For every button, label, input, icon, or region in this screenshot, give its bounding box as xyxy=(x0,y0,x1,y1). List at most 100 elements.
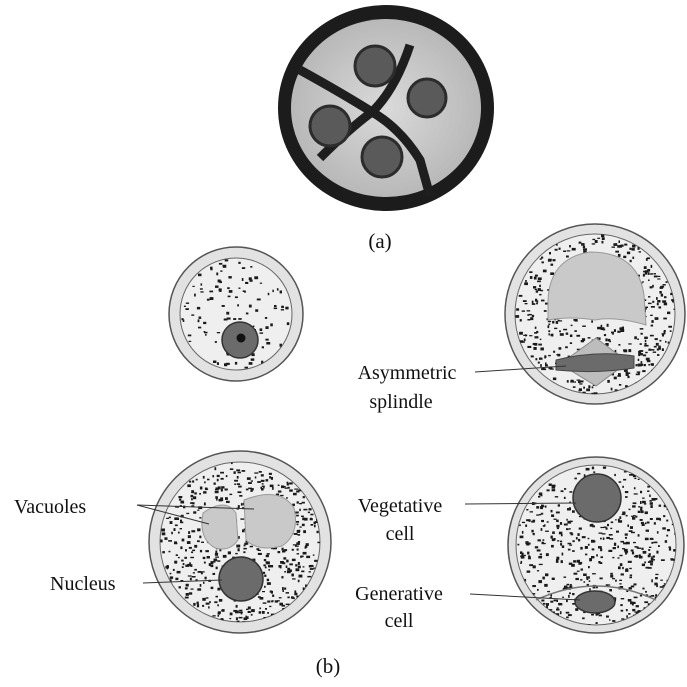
speckle xyxy=(581,536,586,539)
speckle xyxy=(287,567,291,571)
speckle xyxy=(639,353,643,356)
speckle xyxy=(181,566,184,568)
speckle xyxy=(270,476,273,480)
speckle xyxy=(545,362,547,365)
speckle xyxy=(519,331,523,335)
speckle xyxy=(637,247,640,250)
speckle xyxy=(543,310,547,312)
speckle xyxy=(582,391,586,393)
speckle xyxy=(593,392,598,394)
speckle xyxy=(533,347,537,350)
speckle xyxy=(528,313,532,316)
speckle xyxy=(529,276,533,279)
speckle xyxy=(642,587,645,590)
speckle xyxy=(236,476,239,479)
speckle xyxy=(551,514,555,517)
speckle xyxy=(202,475,205,479)
speckle xyxy=(235,604,238,608)
speckle xyxy=(234,479,238,482)
speckle xyxy=(271,600,274,602)
speckle xyxy=(294,488,299,490)
speckle xyxy=(598,561,601,564)
speckle xyxy=(287,486,290,489)
label-vegetative: Vegetative xyxy=(358,495,443,517)
speckle xyxy=(580,579,583,581)
speckle xyxy=(619,583,622,585)
speckle xyxy=(265,554,269,558)
speckle xyxy=(544,368,547,371)
speckle xyxy=(576,334,581,337)
speckle xyxy=(636,611,641,614)
speckle xyxy=(536,300,539,303)
speckle xyxy=(644,339,647,343)
speckle xyxy=(663,317,667,320)
speckle xyxy=(195,579,198,582)
speckle xyxy=(229,468,234,470)
speckle xyxy=(542,576,545,580)
speckle xyxy=(294,592,298,596)
speckle xyxy=(254,276,259,280)
speckle xyxy=(574,477,577,480)
speckle xyxy=(526,543,530,546)
speckle xyxy=(281,547,284,551)
speckle xyxy=(655,577,658,580)
speckle xyxy=(656,348,660,351)
speckle xyxy=(534,288,537,291)
speckle xyxy=(186,512,190,515)
speckle xyxy=(296,553,300,555)
speckle xyxy=(555,613,560,616)
speckle xyxy=(199,584,202,587)
speckle xyxy=(658,504,662,507)
speckle xyxy=(284,587,287,590)
speckle xyxy=(622,566,624,570)
speckle xyxy=(567,520,572,524)
speckle xyxy=(635,515,638,518)
speckle xyxy=(538,343,542,346)
speckle xyxy=(229,493,233,496)
speckle xyxy=(276,288,279,291)
speckle xyxy=(525,524,528,527)
speckle xyxy=(272,594,275,597)
speckle xyxy=(192,285,195,287)
speckle xyxy=(289,563,293,566)
speckle xyxy=(266,582,271,585)
speckle xyxy=(526,310,531,312)
speckle xyxy=(558,320,563,322)
speckle xyxy=(566,587,570,589)
speckle xyxy=(598,614,602,617)
speckle xyxy=(571,247,576,251)
speckle xyxy=(296,542,300,545)
speckle xyxy=(638,354,641,357)
speckle xyxy=(609,340,611,343)
speckle xyxy=(639,519,643,521)
speckle xyxy=(589,588,591,591)
speckle xyxy=(663,515,666,518)
speckle xyxy=(205,550,209,553)
speckle xyxy=(261,488,264,491)
speckle xyxy=(580,340,585,343)
speckle xyxy=(633,596,638,599)
speckle xyxy=(172,568,175,571)
speckle xyxy=(567,614,572,617)
speckle xyxy=(220,471,224,474)
speckle xyxy=(563,496,566,499)
speckle xyxy=(637,338,639,340)
speckle xyxy=(162,551,165,554)
speckle xyxy=(585,553,588,556)
speckle xyxy=(633,541,636,544)
speckle xyxy=(559,611,562,615)
speckle xyxy=(213,482,216,485)
speckle xyxy=(292,544,297,546)
speckle xyxy=(596,554,598,557)
speckle xyxy=(546,489,550,492)
speckle xyxy=(532,585,536,588)
speckle xyxy=(534,326,537,329)
speckle xyxy=(549,252,551,255)
speckle xyxy=(624,491,629,494)
speckle xyxy=(257,552,262,555)
label-vacuoles: Vacuoles xyxy=(14,496,86,518)
speckle xyxy=(305,543,309,546)
speckle xyxy=(565,332,569,335)
speckle xyxy=(598,532,603,534)
speckle xyxy=(189,577,192,581)
